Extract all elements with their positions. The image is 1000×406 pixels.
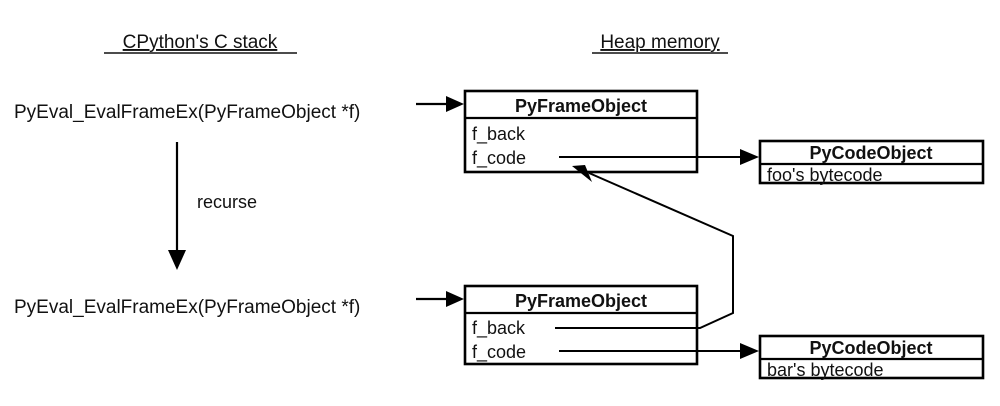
frame-object-foo-rect [463,89,699,174]
arrow-bar-fcode-to-codeobject [559,343,759,359]
stack-frame-outer-label: PyEval_EvalFrameEx(PyFrameObject *f) [14,102,360,123]
code-object-bar-title: PyCodeObject [809,338,932,358]
heading-cpython-c-stack-label: CPython's C stack [123,32,278,53]
frame-object-bar-title: PyFrameObject [515,291,647,311]
frame-object-foo: PyFrameObject f_back f_code [463,89,699,174]
frame-object-bar-field-f-code: f_code [472,342,526,363]
heading-heap-memory: Heap memory [592,32,728,54]
frame-object-bar: PyFrameObject f_back f_code [463,284,699,366]
frame-object-foo-field-f-back: f_back [472,124,526,145]
stack-frame-inner-label: PyEval_EvalFrameEx(PyFrameObject *f) [14,297,360,318]
code-object-bar-body: bar's bytecode [767,360,884,380]
code-object-foo-title: PyCodeObject [809,143,932,163]
code-object-bar: PyCodeObject bar's bytecode [758,334,985,380]
arrow-bar-fback-to-foo-frame [555,165,734,329]
frame-object-foo-title: PyFrameObject [515,96,647,116]
code-object-foo-rect [758,139,985,185]
code-object-foo: PyCodeObject foo's bytecode [758,139,985,185]
arrow-inner-frame-to-pyframeobject [416,291,464,307]
heading-cpython-c-stack: CPython's C stack [104,32,297,54]
arrow-foo-fcode-to-codeobject [559,149,759,165]
arrow-recurse [168,142,186,270]
code-object-bar-rect [758,334,985,380]
frame-object-foo-field-f-code: f_code [472,148,526,169]
code-object-foo-body: foo's bytecode [767,165,883,185]
edge-label-recurse: recurse [197,192,257,212]
frame-object-bar-field-f-back: f_back [472,318,526,339]
arrow-outer-frame-to-pyframeobject [416,96,464,112]
heading-heap-memory-label: Heap memory [600,32,720,53]
